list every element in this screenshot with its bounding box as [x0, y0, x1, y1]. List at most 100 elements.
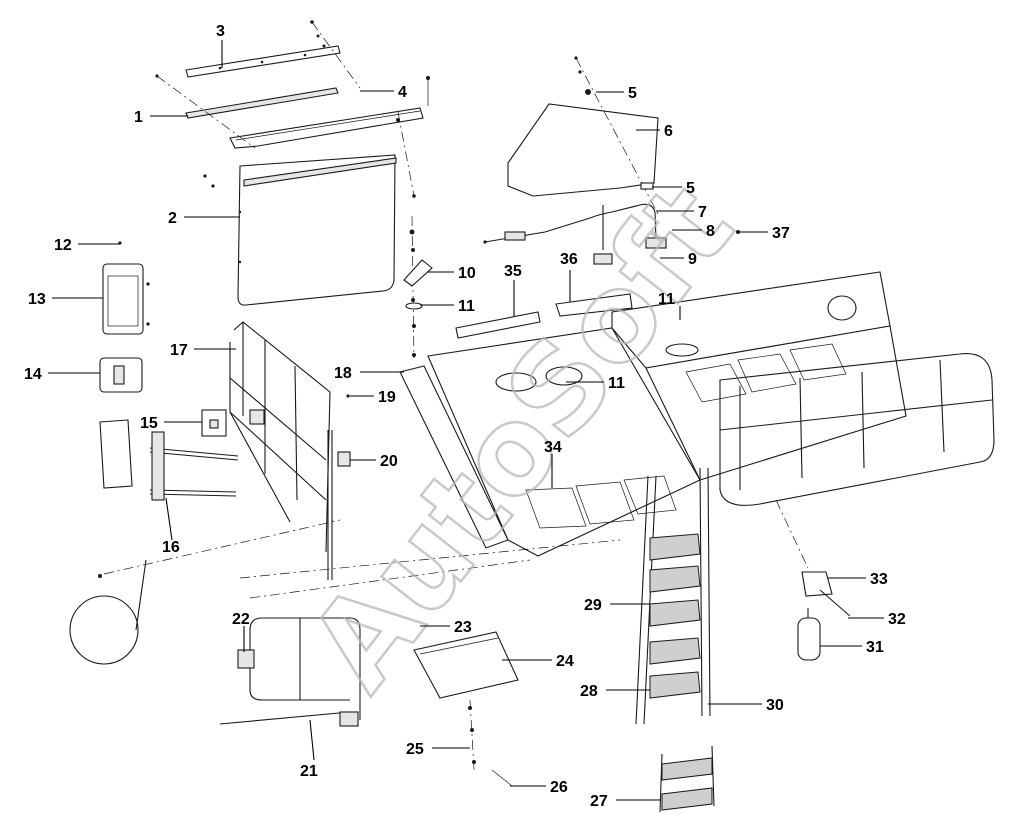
callout-11b: 11 — [658, 291, 681, 320]
callout-31: 31 — [820, 639, 884, 656]
callout-21: 21 — [300, 719, 318, 780]
svg-text:2: 2 — [168, 210, 177, 227]
callout-12: 12 — [54, 237, 120, 254]
svg-text:10: 10 — [458, 265, 476, 282]
callout-1: 1 — [134, 109, 188, 126]
callout-22: 22 — [232, 611, 250, 652]
callout-4: 4 — [360, 84, 407, 101]
svg-text:25: 25 — [406, 741, 424, 758]
callout-36: 36 — [560, 251, 578, 302]
svg-text:26: 26 — [550, 779, 568, 796]
callout-32: 32 — [848, 611, 906, 628]
svg-text:28: 28 — [580, 683, 598, 700]
svg-text:20: 20 — [380, 453, 398, 470]
part-step-ladder — [635, 467, 711, 725]
part-lower-bolts — [468, 699, 513, 787]
svg-text:34: 34 — [544, 439, 562, 456]
callout-11a: 11 — [420, 298, 475, 315]
part-trim-strip — [185, 45, 341, 78]
part-bracket-frame — [102, 241, 150, 335]
part-left-railing — [229, 321, 331, 553]
callout-2: 2 — [168, 210, 240, 227]
callout-16: 16 — [162, 497, 180, 556]
callout-3: 3 — [216, 23, 225, 68]
svg-text:22: 22 — [232, 611, 250, 628]
callout-33: 33 — [828, 571, 888, 588]
part-right-railing — [719, 352, 995, 506]
callout-26: 26 — [510, 779, 568, 796]
callout-10: 10 — [428, 265, 476, 282]
svg-text:11: 11 — [608, 375, 625, 392]
part-cover-plates — [455, 293, 633, 339]
svg-text:27: 27 — [590, 793, 608, 810]
svg-text:7: 7 — [698, 204, 707, 221]
callout-20: 20 — [350, 453, 398, 470]
callout-11c: 11 — [566, 375, 625, 392]
svg-text:17: 17 — [170, 342, 188, 359]
callout-14: 14 — [24, 366, 100, 383]
part-bolt-stack — [403, 215, 433, 359]
callout-24: 24 — [502, 653, 574, 670]
callout-8: 8 — [672, 223, 715, 240]
svg-text:15: 15 — [140, 415, 158, 432]
callout-23: 23 — [420, 619, 472, 636]
callout-5b: 5 — [652, 180, 695, 197]
svg-text:13: 13 — [28, 291, 46, 308]
part-misc-bottom-left — [69, 519, 621, 665]
part-back-panel — [237, 154, 397, 306]
svg-text:14: 14 — [24, 366, 42, 383]
svg-text:5: 5 — [686, 180, 695, 197]
svg-text:19: 19 — [378, 389, 396, 406]
svg-text:31: 31 — [866, 639, 884, 656]
callout-28: 28 — [580, 683, 650, 700]
svg-text:6: 6 — [664, 123, 673, 140]
part-lamp-box — [99, 357, 143, 393]
callout-9: 9 — [660, 251, 697, 268]
callout-19: 19 — [350, 389, 396, 406]
part-wedge-beam — [229, 107, 424, 149]
callout-13: 13 — [28, 291, 103, 308]
callout-5a: 5 — [596, 85, 637, 102]
svg-text:3: 3 — [216, 23, 225, 40]
callout-25: 25 — [406, 741, 470, 758]
callout-35: 35 — [504, 263, 522, 316]
callout-15: 15 — [140, 415, 202, 432]
svg-text:23: 23 — [454, 619, 472, 636]
callout-17: 17 — [170, 342, 236, 359]
part-small-step — [659, 745, 715, 813]
svg-text:33: 33 — [870, 571, 888, 588]
callout-30: 30 — [708, 697, 784, 714]
part-rail-strip — [185, 87, 339, 119]
part-fender-plate — [413, 631, 519, 699]
part-bolt-set-top — [155, 20, 430, 198]
callout-7: 7 — [656, 204, 707, 221]
svg-text:12: 12 — [54, 237, 72, 254]
svg-text:4: 4 — [398, 84, 407, 101]
svg-text:30: 30 — [766, 697, 784, 714]
part-right-deck — [611, 271, 907, 481]
part-lower-railing — [219, 617, 361, 727]
svg-text:21: 21 — [300, 763, 318, 780]
svg-text:16: 16 — [162, 539, 180, 556]
callout-27: 27 — [590, 793, 660, 810]
callout-18: 18 — [334, 365, 404, 382]
svg-text:8: 8 — [706, 223, 715, 240]
svg-text:1: 1 — [134, 109, 143, 126]
svg-text:36: 36 — [560, 251, 578, 268]
svg-text:32: 32 — [888, 611, 906, 628]
callout-29: 29 — [584, 597, 650, 614]
callout-34: 34 — [544, 439, 562, 488]
svg-text:11: 11 — [458, 298, 475, 315]
callout-37: 37 — [736, 225, 790, 242]
svg-text:18: 18 — [334, 365, 352, 382]
callout-6: 6 — [636, 123, 673, 140]
part-side-plate — [507, 56, 659, 215]
svg-text:37: 37 — [772, 225, 790, 242]
part-platform-floor — [427, 327, 701, 557]
svg-text:5: 5 — [628, 85, 637, 102]
svg-text:11: 11 — [658, 291, 675, 308]
part-switch-box — [201, 409, 227, 437]
svg-text:35: 35 — [504, 263, 522, 280]
svg-text:9: 9 — [688, 251, 697, 268]
